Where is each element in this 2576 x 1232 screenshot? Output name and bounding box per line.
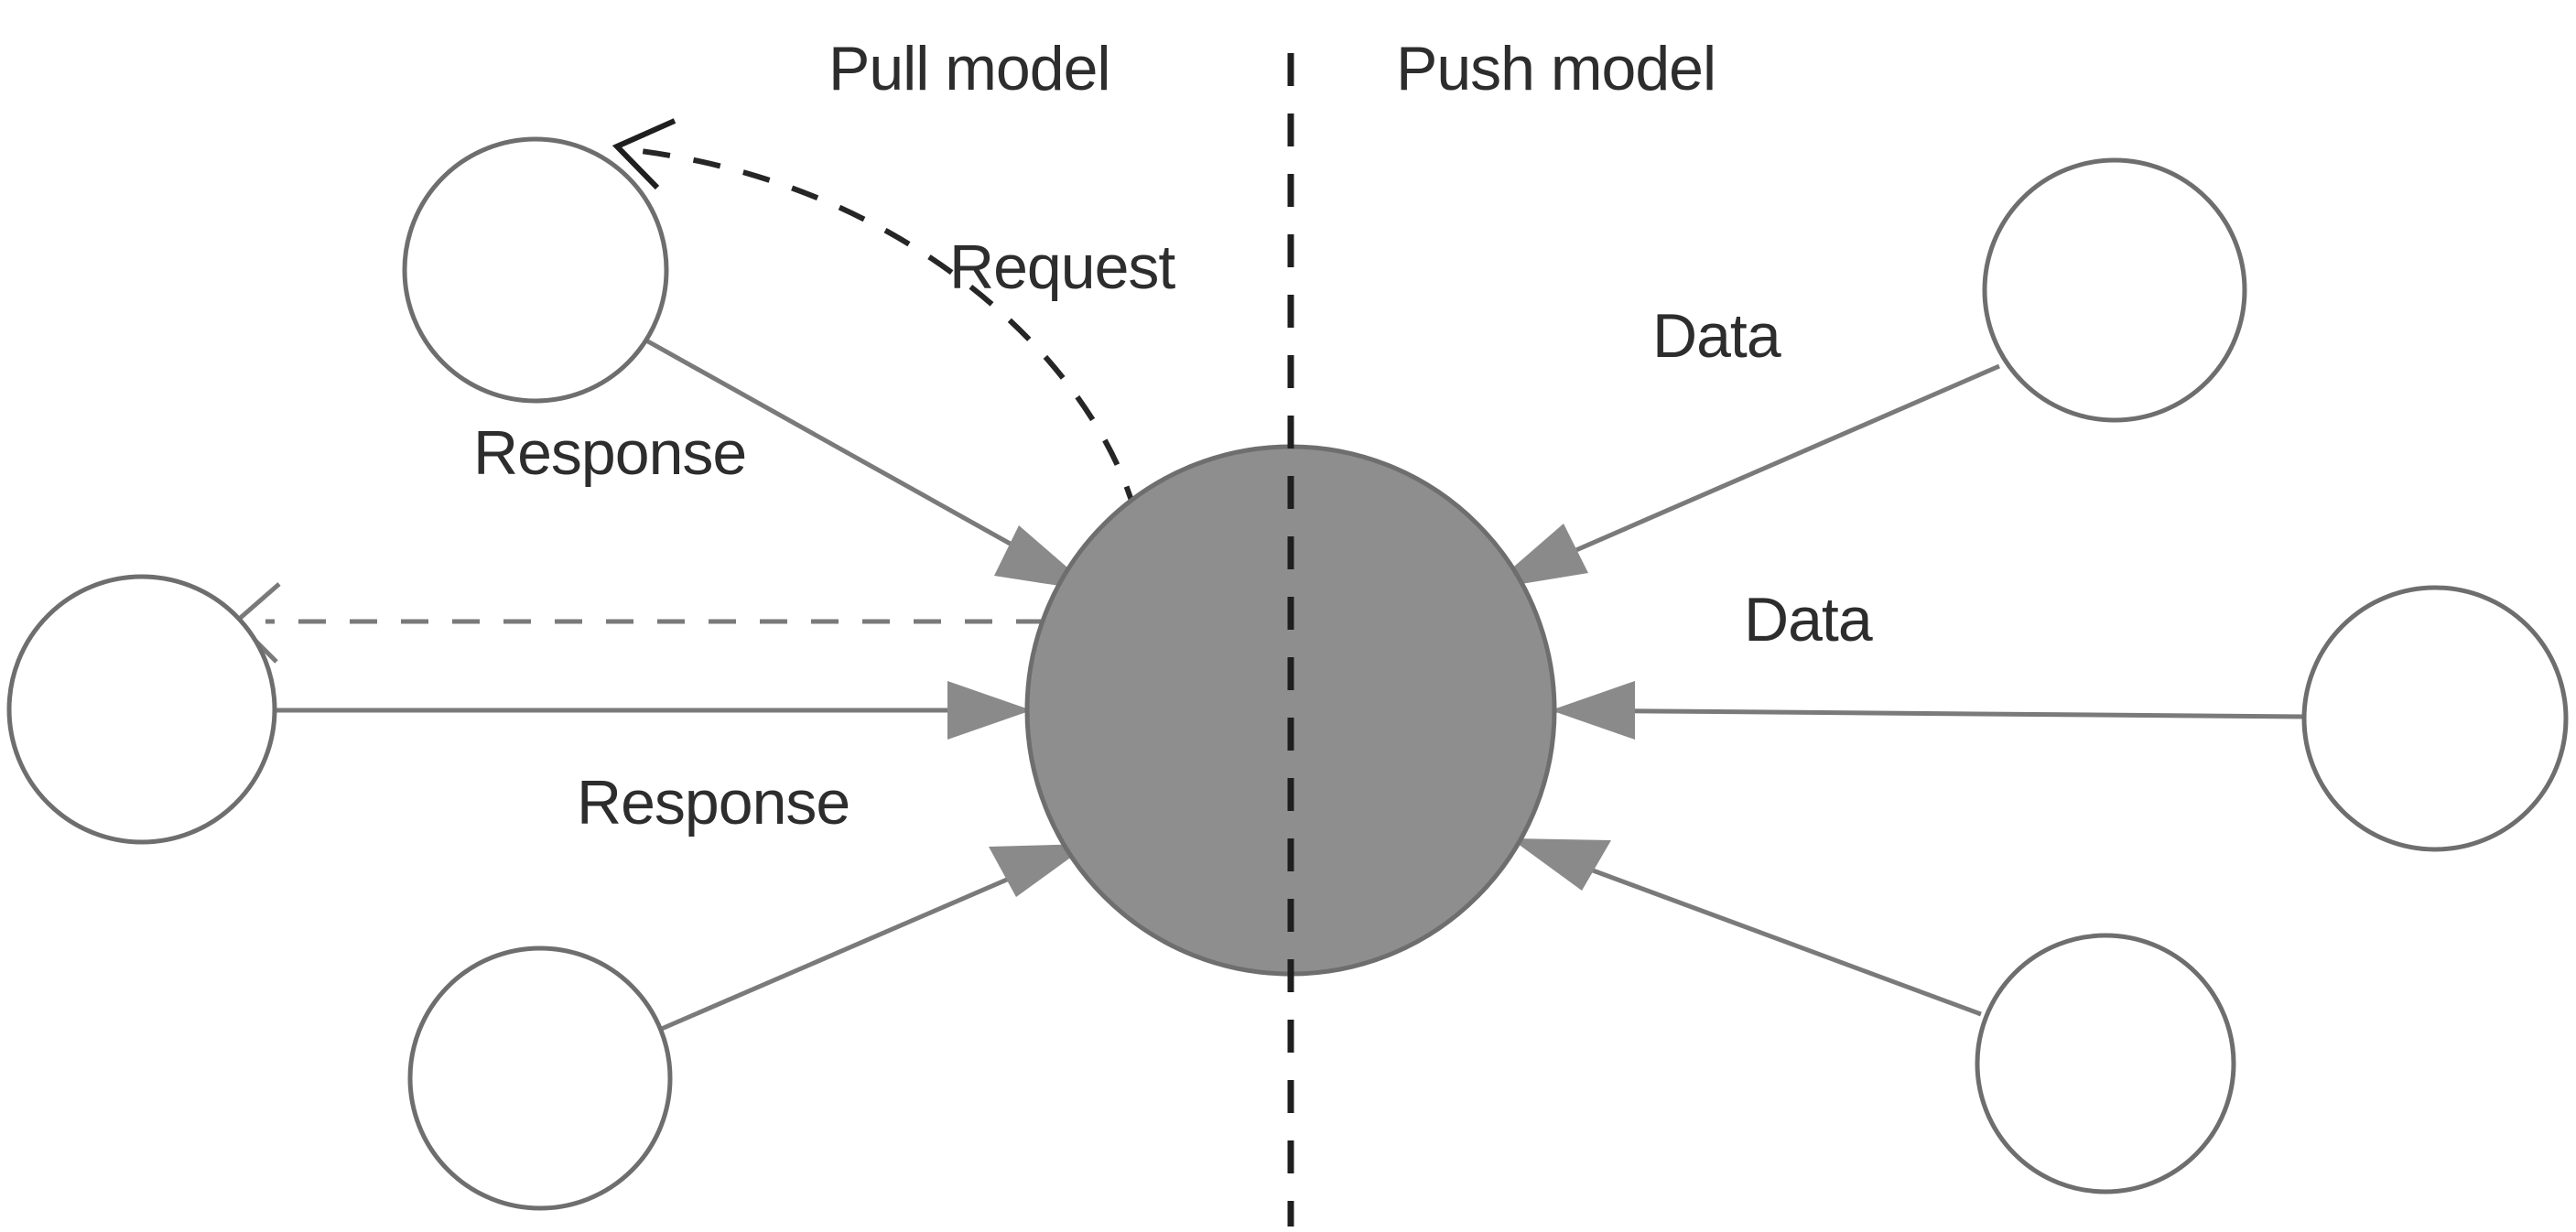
label-request: Request (949, 232, 1175, 302)
arrowhead-filled-into-hub (989, 844, 1089, 897)
edge-line (656, 853, 1063, 1033)
edge-line (1535, 847, 1982, 1017)
edge-data-middle-source-to-hub (1551, 681, 2306, 740)
label-data-middle: Data (1744, 585, 1873, 654)
edge-response-middle-client-to-hub (275, 681, 1032, 740)
arrowhead-open-into-top-client (612, 118, 676, 190)
push-source-top[interactable] (1982, 157, 2247, 423)
arrowhead-filled-into-hub (1551, 681, 1635, 740)
label-response-top: Response (473, 418, 746, 488)
push-source-bottom[interactable] (1975, 933, 2236, 1194)
heading-push-model: Push model (1396, 34, 1716, 103)
edge-curve-dashed (640, 148, 1138, 513)
pull-client-bottom[interactable] (407, 946, 673, 1211)
edge-data-top-source-to-hub (1488, 363, 2000, 589)
heading-pull-model: Pull model (828, 34, 1110, 103)
arrowhead-filled-into-hub (947, 681, 1032, 740)
edge-line (644, 338, 1071, 579)
edge-request-to-top-client (612, 118, 1138, 513)
label-data-top: Data (1652, 301, 1781, 371)
push-source-middle[interactable] (2301, 585, 2569, 852)
label-response-bottom: Response (577, 768, 850, 838)
edge-line (1514, 363, 2000, 579)
central-hub-node[interactable] (1024, 444, 1557, 977)
edge-response-bottom-client-to-hub (656, 844, 1089, 1033)
edge-data-bottom-source-to-hub (1510, 838, 1982, 1017)
arrowhead-filled-into-hub (1510, 838, 1611, 891)
edge-line (1553, 708, 2306, 719)
pull-client-middle[interactable] (6, 574, 277, 845)
edge-request-to-middle-client (233, 582, 1044, 664)
pull-client-top[interactable] (402, 136, 669, 404)
